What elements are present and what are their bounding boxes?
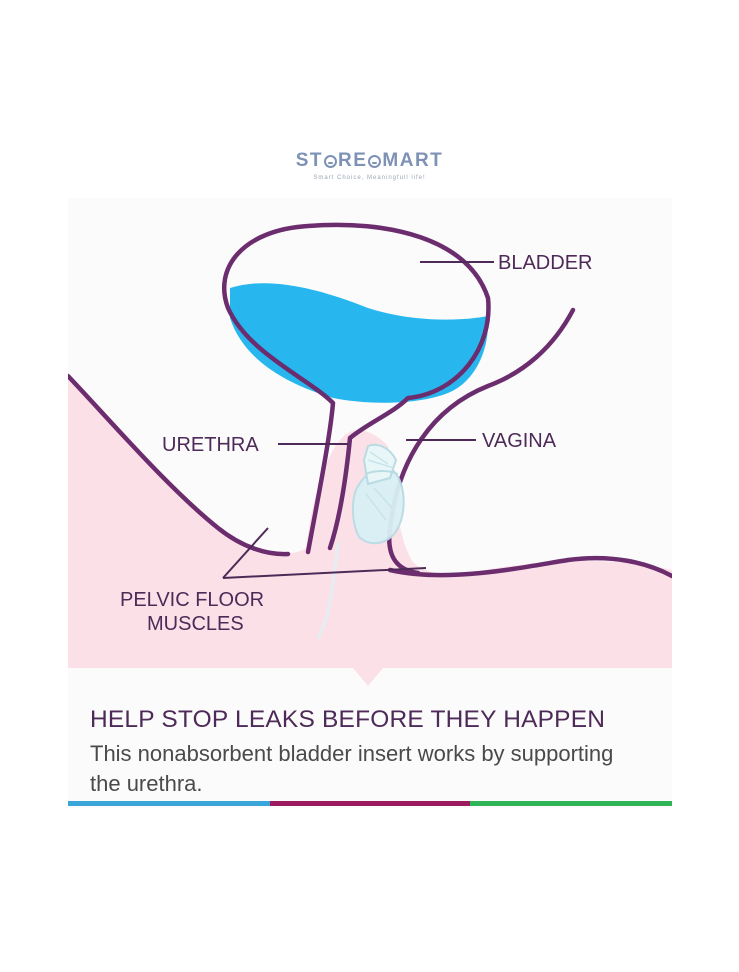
- pelvic-leader-b: [222, 567, 427, 579]
- pelvic-leader-a: [222, 527, 269, 579]
- pelvic-floor-label-line2: MUSCLES: [147, 613, 244, 635]
- urethra-label: URETHRA: [162, 434, 259, 456]
- vaginal-wall: [387, 307, 576, 576]
- brand-tagline: Smart Choice, Meaningfull life!: [313, 175, 426, 181]
- caption-body: This nonabsorbent bladder insert works b…: [90, 741, 614, 796]
- accent-bar-blue: [68, 801, 270, 806]
- bladder-outline: [221, 222, 491, 555]
- callout-notch: [353, 668, 383, 686]
- bladder-insert-device: [316, 443, 405, 639]
- pelvic-floor-label-line1: PELVIC FLOOR: [120, 589, 264, 611]
- logo-o-icon: [323, 154, 337, 168]
- pelvic-floor-contour: [68, 373, 672, 579]
- accent-bar-green: [470, 801, 672, 806]
- caption-headline: HELP STOP LEAKS BEFORE THEY HAPPEN: [90, 706, 606, 733]
- logo-o-icon: [368, 154, 382, 168]
- bladder-label: BLADDER: [498, 252, 592, 274]
- anatomy-diagram: BLADDER URETHRA VAGINA PELVIC FLOOR MUSC…: [68, 222, 672, 686]
- product-card: BLADDER URETHRA VAGINA PELVIC FLOOR MUSC…: [68, 198, 672, 808]
- accent-bar-magenta: [270, 801, 470, 806]
- vagina-label: VAGINA: [482, 430, 557, 452]
